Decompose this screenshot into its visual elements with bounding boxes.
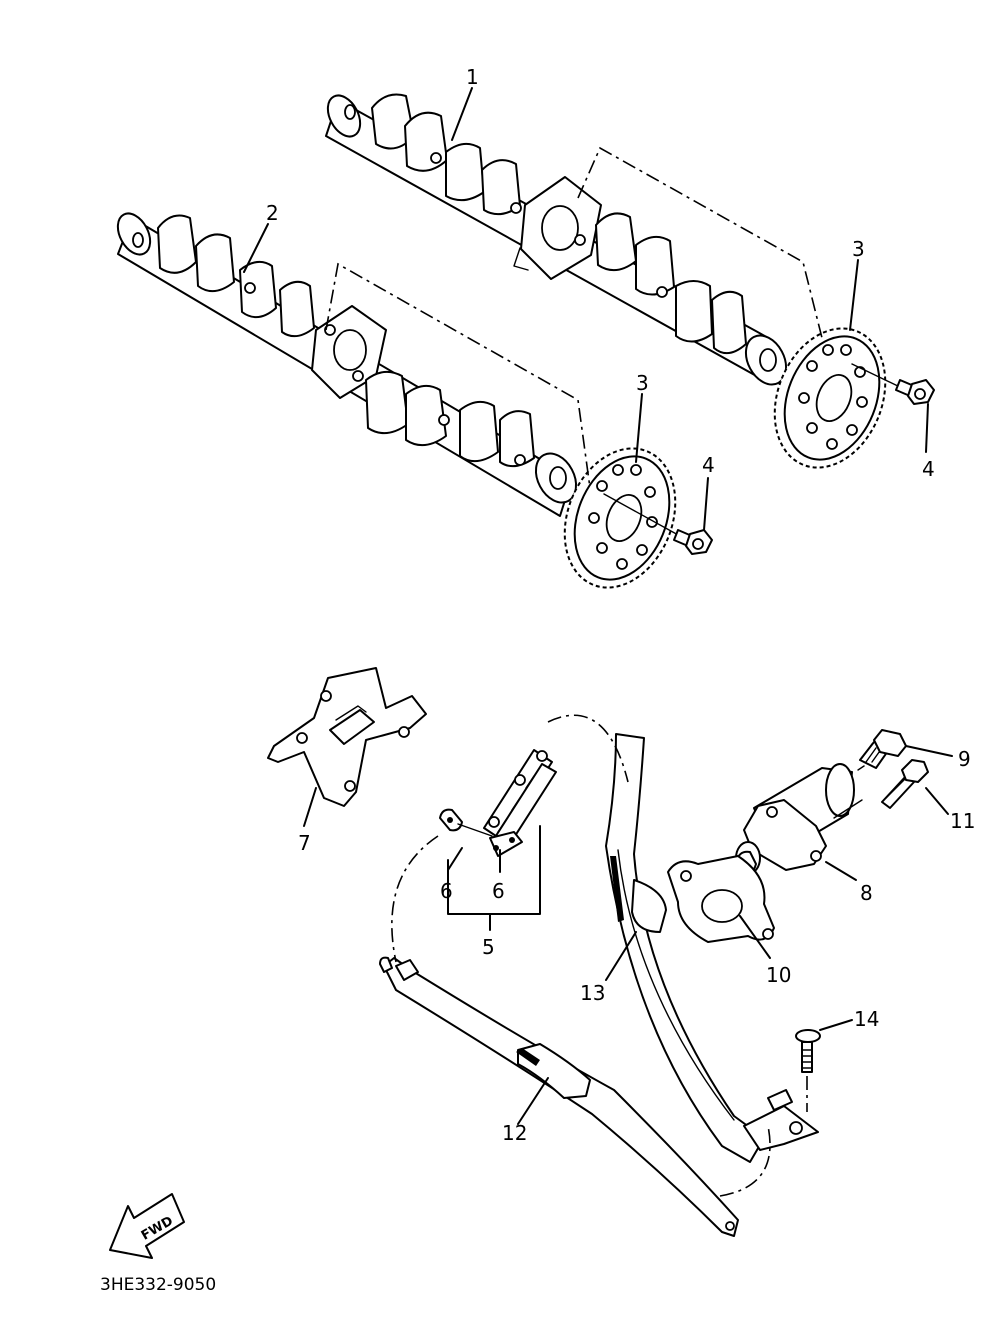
- diagram-code: 3HE332-9050: [100, 1275, 216, 1295]
- chain-guide-bolt: [795, 1029, 821, 1112]
- tensioner-mount-bolt: [881, 759, 929, 809]
- label-6-right: 6: [492, 879, 505, 903]
- tensioner-cap-bolt: [859, 729, 907, 769]
- upper-chain-guide: [267, 667, 427, 807]
- label-8: 8: [860, 881, 873, 905]
- tensioner-gasket: [667, 855, 775, 943]
- cam-chain: [483, 749, 557, 851]
- chain-link-plate-b: [489, 831, 523, 857]
- assembly-reference-lines: [325, 146, 865, 1197]
- label-10: 10: [766, 963, 791, 987]
- cam-sprocket-upper: [773, 327, 887, 469]
- forward-direction-arrow: FWD: [109, 1193, 185, 1259]
- label-12: 12: [502, 1121, 527, 1145]
- label-1: 1: [466, 65, 479, 89]
- cam-sprocket-lower: [563, 447, 677, 589]
- label-11: 11: [950, 809, 975, 833]
- label-6-left: 6: [440, 879, 453, 903]
- exhaust-side-chain-guide: [379, 956, 739, 1237]
- label-5: 5: [482, 935, 495, 959]
- label-13: 13: [580, 981, 605, 1005]
- tensioner-side-chain-guide: [605, 733, 819, 1163]
- label-2: 2: [266, 201, 279, 225]
- label-4-upper: 4: [922, 457, 935, 481]
- label-9: 9: [958, 747, 971, 771]
- camshaft-1: [325, 93, 788, 386]
- label-3-upper: 3: [852, 237, 865, 261]
- chain-tensioner: [735, 763, 855, 878]
- part-labels: 1 2 3 3 4 4 5 6 6 7 8 9 10 11 12 13 14: [266, 65, 975, 1145]
- leader-lines: [243, 87, 953, 1125]
- label-4-lower: 4: [702, 453, 715, 477]
- label-7: 7: [298, 831, 311, 855]
- chain-link-plate-a: [439, 808, 493, 837]
- label-14: 14: [854, 1007, 879, 1031]
- label-3-lower: 3: [636, 371, 649, 395]
- sprocket-bolt-upper: [851, 363, 935, 405]
- camshaft-2: [116, 212, 578, 517]
